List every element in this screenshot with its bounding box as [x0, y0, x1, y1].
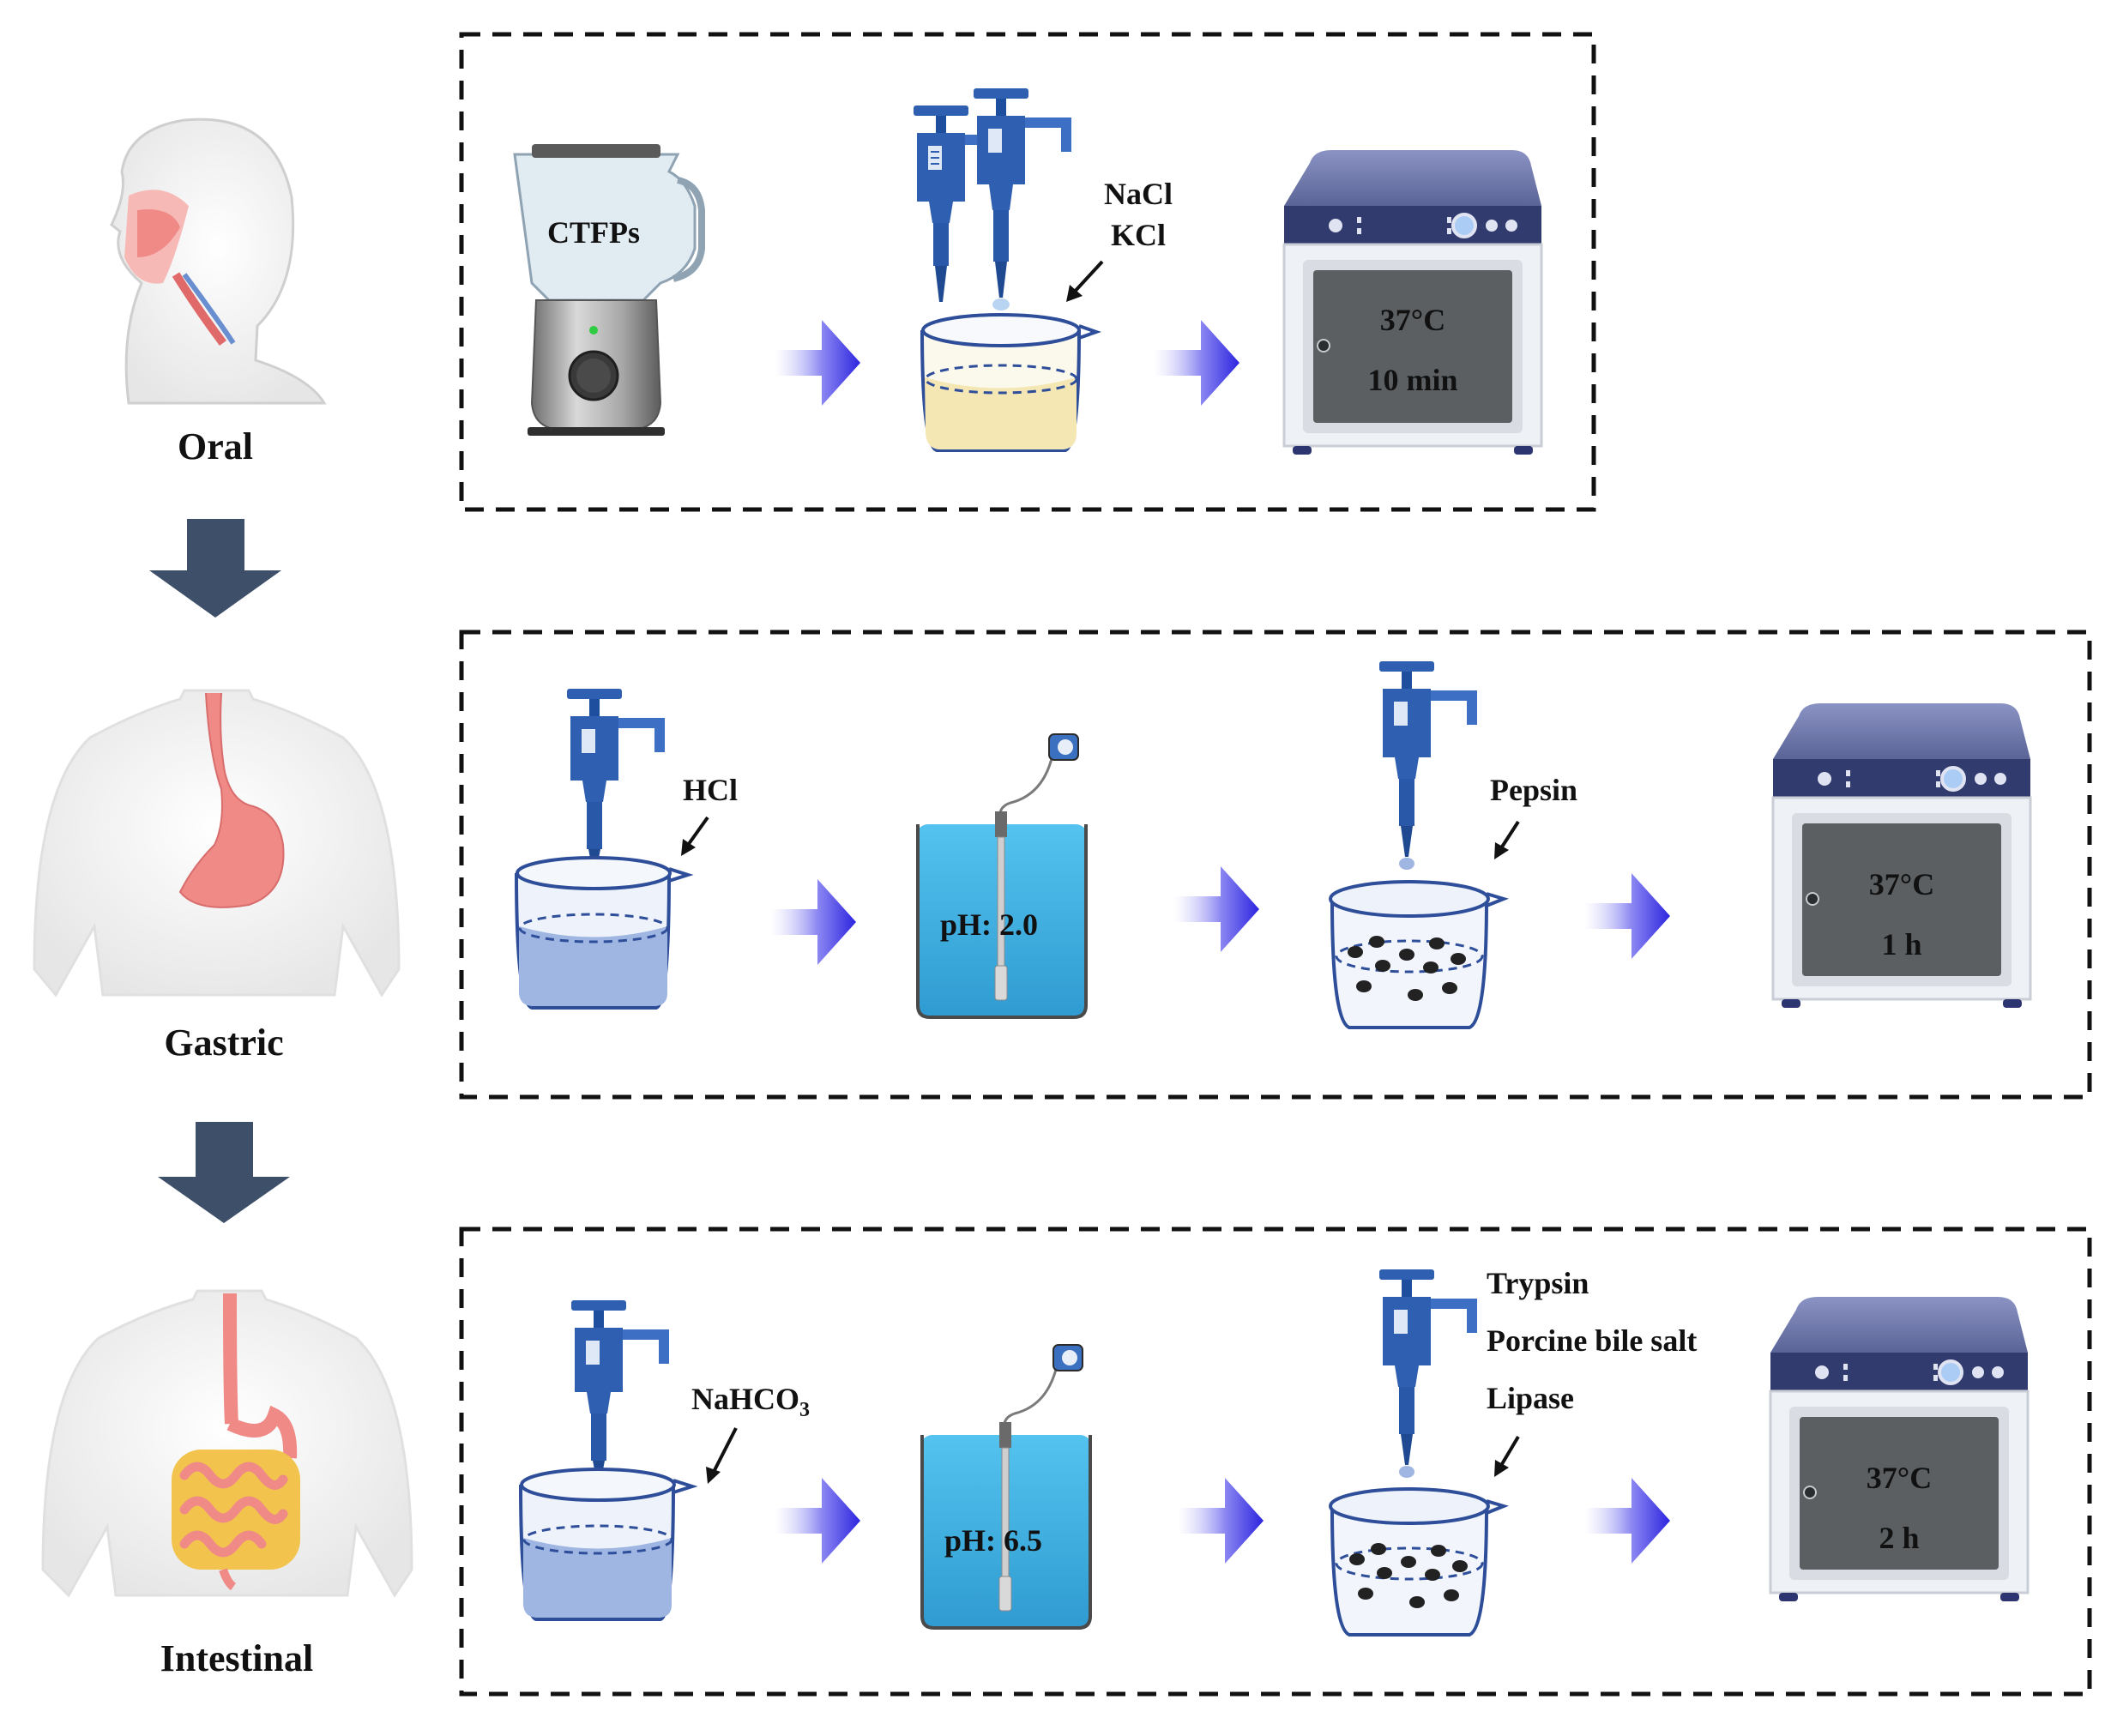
enzyme-pointer-intestinal: [1498, 1435, 1520, 1470]
particles-gastric: [1348, 936, 1466, 1001]
pipette-oral-drawn: [974, 88, 1071, 310]
incubator-gastric: [1771, 702, 2032, 1010]
enzyme-trypsin: Trypsin: [1487, 1266, 1589, 1300]
sample-label-ctfps: CTFPs: [547, 215, 640, 250]
pipette-gastric: [567, 689, 665, 883]
torso-stomach-figure: [33, 689, 401, 998]
reagent-hcl: HCl: [683, 773, 738, 807]
stage-arrow-down-1: [149, 519, 281, 618]
torso-intestine-figure: [41, 1289, 413, 1598]
stage-label-oral: Oral: [178, 425, 253, 467]
enzyme-pointer-pepsin-head: [1494, 842, 1509, 859]
reagent-pointer-hcl: [685, 816, 709, 849]
pipette-enzymes: [1379, 1269, 1477, 1478]
enzyme-pepsin: Pepsin: [1490, 773, 1577, 807]
incubator-oral-temp: 37°C: [1380, 303, 1445, 337]
step-arrow-intestinal-1: [775, 1478, 860, 1564]
reagent-pointer-oral: [1071, 260, 1104, 296]
reagent-nahco3-main: NaHCO: [691, 1382, 799, 1416]
enzyme-lipase: Lipase: [1487, 1381, 1574, 1415]
enzyme-pointer-pepsin: [1498, 820, 1520, 853]
enzyme-porcine-bile-salt: Porcine bile salt: [1487, 1323, 1697, 1358]
step-arrow-gastric-2: [1173, 866, 1259, 952]
stage-label-intestinal: Intestinal: [160, 1637, 313, 1679]
beaker-oral: [920, 313, 1102, 452]
stage-arrow-down-2: [158, 1122, 290, 1223]
step-arrow-oral-2: [1154, 320, 1239, 406]
reagent-nacl: NaCl: [1104, 177, 1173, 211]
reagent-pointer-oral-head: [1066, 285, 1083, 302]
incubator-oral-time: 10 min: [1367, 363, 1457, 397]
reagent-pointer-nahco3: [710, 1427, 738, 1476]
step-arrow-gastric-1: [770, 879, 856, 965]
stage-label-gastric: Gastric: [164, 1022, 283, 1064]
ph-intestinal: pH: 6.5: [944, 1523, 1042, 1558]
reagent-pointer-hcl-head: [681, 839, 696, 856]
enzyme-pointer-intestinal-head: [1494, 1460, 1509, 1477]
ph-gastric: pH: 2.0: [940, 907, 1038, 942]
ph-meter-intestinal: [919, 1343, 1094, 1630]
pipette-intestinal: [571, 1300, 669, 1495]
incubator-intestinal: [1769, 1295, 2030, 1603]
oral-panel: [459, 32, 1596, 512]
step-arrow-oral-1: [775, 320, 860, 406]
beaker-intestinal-nahco3: [519, 1468, 698, 1621]
step-arrow-gastric-3: [1584, 873, 1670, 959]
incubator-intestinal-temp: 37°C: [1867, 1461, 1932, 1495]
reagent-nahco3-subscript: 3: [799, 1399, 810, 1421]
gastric-panel: [459, 630, 2092, 1100]
incubator-gastric-temp: 37°C: [1869, 867, 1934, 901]
beaker-gastric-hcl: [515, 856, 694, 1010]
reagent-kcl: KCl: [1111, 218, 1166, 252]
reagent-pointer-nahco3-head: [706, 1467, 721, 1484]
intestinal-panel: [459, 1227, 2092, 1697]
head-figure: [110, 118, 327, 405]
particles-intestinal: [1349, 1543, 1468, 1608]
ph-meter-gastric: [914, 732, 1089, 1019]
step-arrow-intestinal-3: [1584, 1478, 1670, 1564]
incubator-intestinal-time: 2 h: [1879, 1521, 1919, 1555]
pipette-pepsin: [1379, 661, 1477, 870]
blender: [513, 144, 705, 436]
step-arrow-intestinal-2: [1178, 1478, 1264, 1564]
incubator-gastric-time: 1 h: [1881, 927, 1921, 961]
reagent-nahco3: NaHCO3: [691, 1382, 810, 1421]
